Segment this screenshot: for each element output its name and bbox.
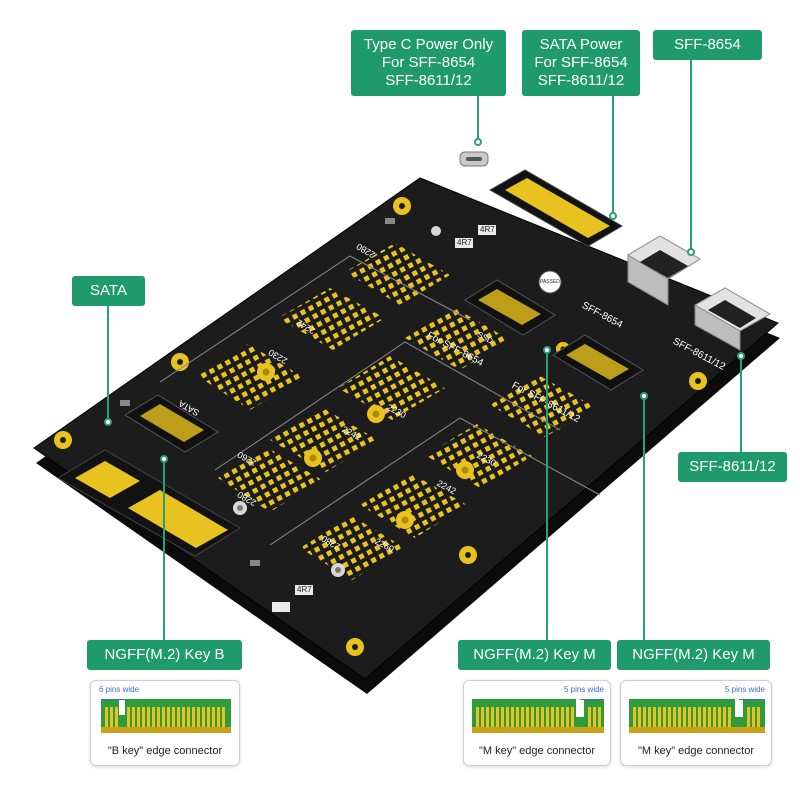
leader-ngff-m2 (643, 396, 645, 640)
leader-dot-ngff-m2 (640, 392, 648, 400)
leader-dot-ngff-b (160, 455, 168, 463)
callout-sata-power: SATA Power For SFF-8654 SFF-8611/12 (522, 30, 640, 96)
m-key-edge-diagram (472, 699, 604, 733)
pins-width-label: 6 pins wide (99, 685, 140, 694)
callout-line: SFF-8611/12 (537, 72, 625, 89)
leader-dot-sff-8611 (737, 352, 745, 360)
m2-slot-key-m-2 (552, 334, 644, 391)
callout-type-c-power: Type C Power Only For SFF-8654 SFF-8611/… (351, 30, 506, 96)
callout-ngff-key-m-1: NGFF(M.2) Key M (458, 640, 611, 670)
leader-sata-power (612, 96, 614, 214)
callout-line: For SFF-8654 (534, 54, 628, 71)
callout-line: NGFF(M.2) Key M (632, 646, 755, 663)
pins-width-label: 5 pins wide (563, 685, 604, 694)
edge-card-m-key-2: 5 pins wide "M key" edge connector (620, 680, 772, 766)
leader-dot-sata (104, 418, 112, 426)
callout-line: NGFF(M.2) Key M (473, 646, 596, 663)
callout-sata: SATA (72, 276, 145, 306)
sata-connector (57, 449, 241, 557)
leader-sff-8611 (740, 355, 742, 452)
callout-ngff-key-m-2: NGFF(M.2) Key M (617, 640, 770, 670)
standoffs (233, 226, 474, 577)
silk-resistor-1: 4R7 (457, 238, 472, 247)
callout-line: NGFF(M.2) Key B (104, 646, 225, 663)
leader-dot-type-c (474, 138, 482, 146)
callout-line: SATA Power (539, 36, 623, 53)
leader-type-c (477, 96, 479, 140)
m-key-edge-diagram (629, 699, 765, 733)
silk-resistor-3: 4R7 (297, 585, 312, 594)
sata-power-connector (488, 169, 623, 247)
callout-line: Type C Power Only (363, 36, 494, 53)
callout-line: SATA (90, 282, 127, 299)
board-body (33, 177, 779, 680)
edge-card-caption: "M key" edge connector (637, 745, 755, 757)
zone-dividers (159, 255, 601, 546)
callout-line: SFF-8654 (674, 36, 741, 53)
callout-ngff-key-b: NGFF(M.2) Key B (87, 640, 242, 670)
leader-dot-sff-8654 (687, 248, 695, 256)
leader-ngff-m1 (546, 350, 548, 640)
m2-slot-key-m-1 (464, 279, 556, 336)
leader-dot-sata-power (609, 212, 617, 220)
callout-sff-8654: SFF-8654 (653, 30, 762, 60)
leader-sff-8654 (690, 60, 692, 250)
edge-card-caption: "M key" edge connector (478, 745, 596, 757)
pad-grids (196, 243, 595, 580)
m2-slot-key-b (124, 394, 219, 453)
edge-card-b-key: 6 pins wide "B key" edge connector (90, 680, 240, 766)
edge-card-m-key-1: 5 pins wide "M key" edge connector (463, 680, 611, 766)
b-key-edge-diagram (101, 699, 231, 733)
callout-sff-8611: SFF-8611/12 (678, 452, 787, 482)
leader-sata (107, 306, 109, 420)
sff-8611-connector (693, 287, 772, 351)
silk-resistor-2: 4R7 (480, 225, 495, 234)
type-c-port (459, 151, 489, 167)
callout-line: SFF-8611/12 (689, 458, 776, 475)
callout-line: For SFF-8654 (381, 54, 476, 71)
pins-width-label: 5 pins wide (724, 685, 765, 694)
leader-ngff-b (163, 458, 165, 640)
sff-8654-connector (627, 235, 701, 306)
smd-components (120, 218, 562, 612)
edge-card-caption: "B key" edge connector (107, 745, 223, 757)
silk-passed-badge: PASSED (540, 279, 560, 285)
leader-dot-ngff-m1 (543, 346, 551, 354)
callout-line: SFF-8611/12 (385, 72, 472, 89)
